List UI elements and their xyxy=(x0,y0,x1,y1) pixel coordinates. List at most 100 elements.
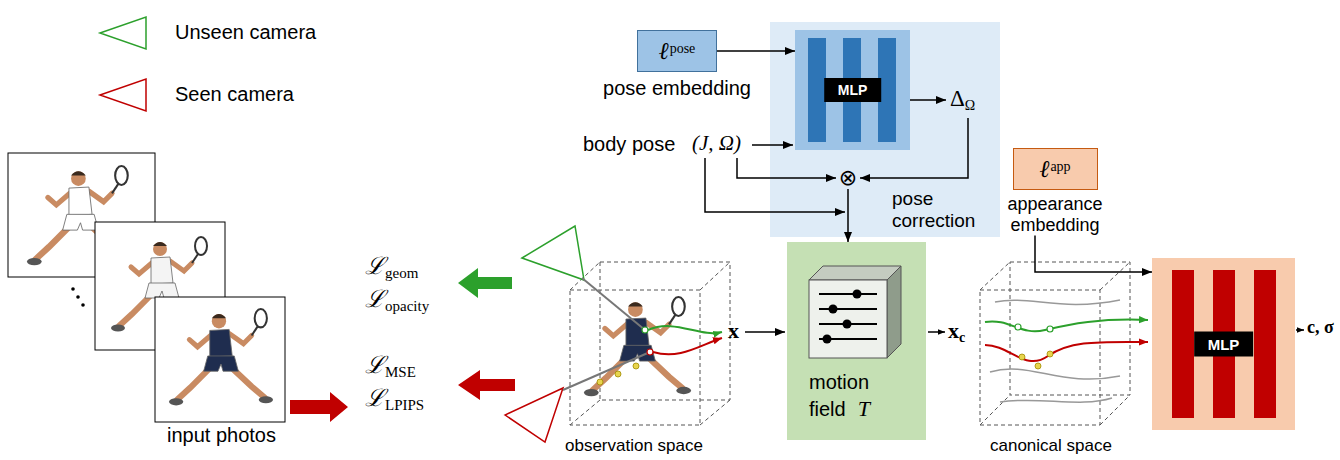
embedding-node: ℓapp appearance embedding xyxy=(1000,148,1110,235)
slider-cube-icon xyxy=(887,266,901,358)
diagram-label: MSE xyxy=(385,364,416,380)
observation-cube xyxy=(570,400,600,425)
motion-field-caption: motion fieldT xyxy=(809,370,909,423)
slider-cube-icon xyxy=(809,266,901,280)
panel-label: pose correction xyxy=(892,188,992,231)
slider-cube-icon xyxy=(809,280,887,358)
connector-arrow xyxy=(1035,235,1152,272)
wires xyxy=(752,144,793,146)
canonical-cube xyxy=(1100,262,1130,290)
diagram-label: geom xyxy=(385,265,418,281)
diagram-label: ℒ xyxy=(365,253,385,279)
wires xyxy=(1296,329,1304,331)
mlp-block: MLP xyxy=(1152,258,1295,430)
big-arrows xyxy=(458,370,515,400)
legend-entry: Seen camera xyxy=(175,83,294,106)
scene-cameras xyxy=(653,338,722,354)
diagram-label: Ω xyxy=(965,98,975,113)
canonical-cube xyxy=(1019,354,1025,360)
big-arrows xyxy=(290,268,515,422)
slider-cube-icon xyxy=(819,294,877,339)
embedding-label: appearance embedding xyxy=(1000,194,1110,235)
connector-arrow xyxy=(717,50,795,52)
legend-symbols xyxy=(100,17,146,111)
mlp-block: MLP xyxy=(795,30,910,150)
scene-cameras xyxy=(505,388,563,442)
embedding-box: ℓapp xyxy=(1013,148,1098,190)
input-photos xyxy=(81,303,85,307)
big-arrows xyxy=(458,268,512,298)
wires xyxy=(745,331,785,333)
label-group: observation space xyxy=(565,436,703,456)
diagram-label: (J, Ω) xyxy=(692,131,741,155)
big-arrows xyxy=(290,392,348,422)
wires xyxy=(910,99,946,101)
mlp-label: MLP xyxy=(1194,332,1254,357)
embedding-box: ℓposepose embedding xyxy=(637,30,717,72)
scene-cameras xyxy=(597,379,603,385)
diagram-label: ℒ xyxy=(365,286,385,312)
slider-cube-icon xyxy=(819,293,877,295)
scene-cameras xyxy=(648,326,722,333)
multiply-symbol: ⊗ xyxy=(837,167,859,189)
slider-cube-icon xyxy=(843,320,852,329)
scene-cameras xyxy=(582,278,645,330)
canonical-cube xyxy=(990,369,1120,379)
diagram-label: canonical space xyxy=(990,436,1112,455)
input-photos xyxy=(169,309,273,405)
legend-entry: Unseen camera xyxy=(175,21,316,44)
label-group: ℒLPIPS xyxy=(365,385,424,414)
slider-cube-icon xyxy=(819,308,877,310)
mlp-bars xyxy=(1172,270,1194,418)
diagram-label: opacity xyxy=(385,298,429,314)
observation-cube xyxy=(700,400,730,425)
scene-cameras xyxy=(522,226,584,280)
label-group: ΔΩ xyxy=(950,86,975,114)
scene-cameras xyxy=(563,352,650,390)
embedding-superscript: app xyxy=(1050,159,1070,174)
label-group: input photos xyxy=(167,424,276,447)
label-group: ℒMSE xyxy=(365,352,416,381)
diagram-label: x xyxy=(728,318,739,343)
canonical-cube xyxy=(980,262,1148,425)
scene-cameras xyxy=(647,349,653,355)
label-group: canonical space xyxy=(990,436,1112,456)
canonical-cube xyxy=(995,300,1120,304)
slider-cube-icon xyxy=(787,242,926,440)
canonical-cube xyxy=(1010,262,1130,395)
label-group: ℒopacity xyxy=(365,286,429,315)
observation-cube xyxy=(570,262,730,425)
motion-field-symbol: T xyxy=(858,396,870,421)
canonical-cube xyxy=(1047,326,1053,332)
scene-cameras xyxy=(633,363,639,369)
motion-field-box: motion fieldT xyxy=(787,242,926,440)
input-photos xyxy=(155,297,285,422)
mlp-label: MLP xyxy=(824,78,882,102)
legend-text: Unseen camera xyxy=(175,21,316,43)
canonical-cube xyxy=(980,262,1130,425)
observed-person xyxy=(584,297,691,396)
mlp-bars xyxy=(1254,270,1276,418)
multiply-sign: ⊗ xyxy=(839,167,857,189)
wires xyxy=(928,331,945,333)
scene-cameras xyxy=(505,226,722,442)
wires xyxy=(770,22,1000,237)
label-group: x xyxy=(728,318,739,343)
diagram-label: ℒ xyxy=(365,385,385,411)
slider-cube-icon xyxy=(829,305,838,314)
observation-cube xyxy=(700,262,730,290)
canonical-cube xyxy=(985,320,1148,332)
embedding-symbol: ℓ xyxy=(1039,156,1049,182)
slider-cube-icon xyxy=(823,335,832,344)
slider-cube-icon xyxy=(853,290,862,299)
diagram-label: c, σ xyxy=(1307,317,1334,337)
label-group: (J, Ω) xyxy=(692,131,741,155)
input-photos xyxy=(71,287,75,291)
label-group: ℒgeom xyxy=(365,253,418,282)
math-symbol: ℓapp xyxy=(1039,157,1070,181)
canonical-cube xyxy=(1000,398,1112,402)
label-group: c, σ xyxy=(1307,317,1334,338)
slider-cube-icon xyxy=(823,290,862,344)
canonical-cube xyxy=(1035,363,1041,369)
diagram-label: observation space xyxy=(565,436,703,455)
